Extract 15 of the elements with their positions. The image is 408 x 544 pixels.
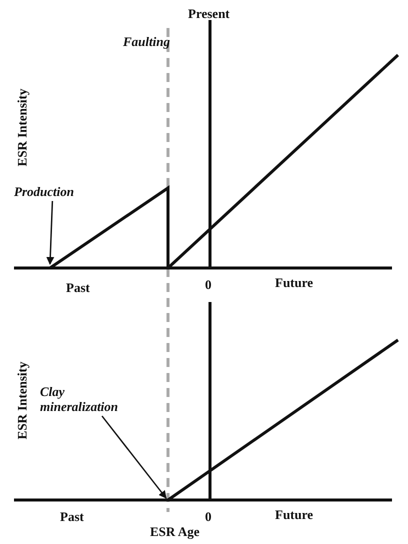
leader-line xyxy=(46,200,54,265)
axis-tick-label: Future xyxy=(275,507,314,522)
axis-tick-label: 0 xyxy=(205,277,212,292)
annotation-label: Production xyxy=(14,184,94,199)
axis-title: ESR Intensity xyxy=(14,88,30,168)
annotation-label: Clay mineralization xyxy=(40,384,140,414)
axis-tick-label: 0 xyxy=(205,509,212,524)
line-label: Present xyxy=(188,6,230,21)
axis-tick-label: Future xyxy=(275,275,314,290)
axis-tick-label: Past xyxy=(66,280,90,295)
event-label: Faulting xyxy=(123,34,170,49)
axis-title: ESR Intensity xyxy=(14,360,30,442)
axis-title: ESR Age xyxy=(150,524,200,539)
leader-line xyxy=(101,416,167,499)
axis-tick-label: Past xyxy=(60,509,84,524)
